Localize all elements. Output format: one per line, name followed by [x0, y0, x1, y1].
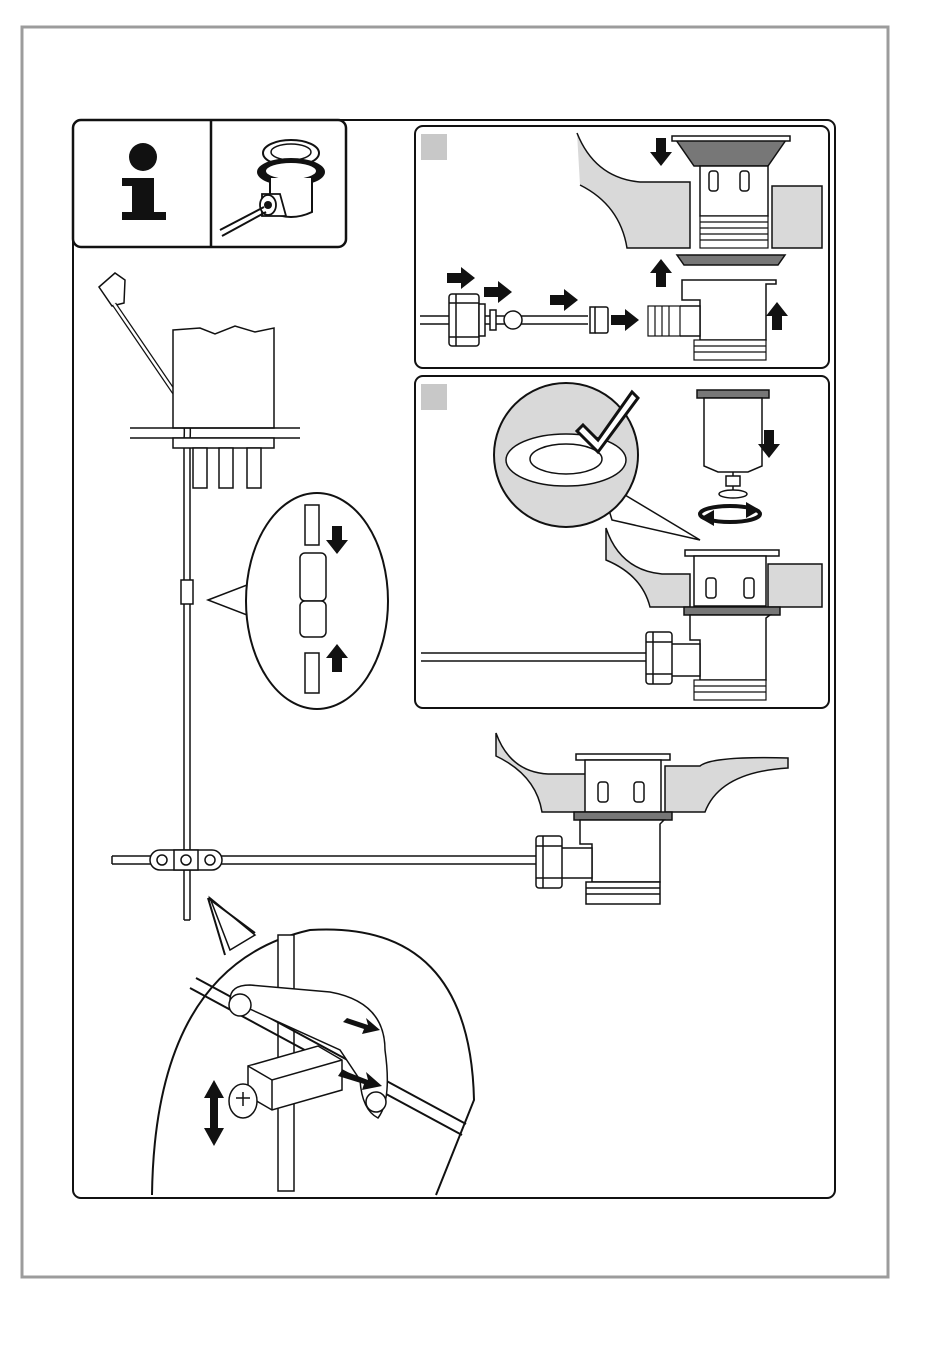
step-2-panel [415, 376, 829, 708]
step-2-badge [421, 384, 447, 410]
coupling-callout [208, 493, 388, 709]
main-waste [112, 733, 788, 904]
step-1-badge [421, 134, 447, 160]
info-panel [73, 120, 346, 247]
step-1-panel [415, 126, 829, 368]
clamp-detail-callout [152, 898, 474, 1195]
union-nut [449, 294, 485, 346]
thread [700, 216, 768, 248]
gasket [677, 255, 785, 265]
